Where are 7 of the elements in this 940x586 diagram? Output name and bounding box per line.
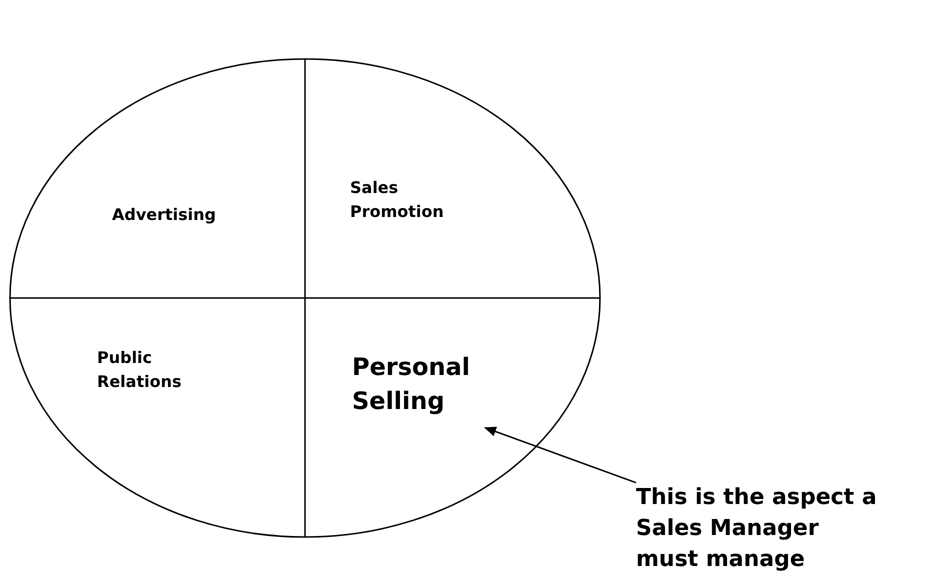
segment-label: Sales Promotion (350, 176, 480, 232)
segment-label: Personal Selling (352, 350, 485, 440)
callout-text: This is the aspect a Sales Manager must manage (636, 482, 881, 582)
arrow (484, 426, 636, 484)
segment-label: Public Relations (97, 346, 237, 402)
ellipse-diagram (9, 58, 601, 538)
segment-label: Advertising (112, 203, 262, 233)
